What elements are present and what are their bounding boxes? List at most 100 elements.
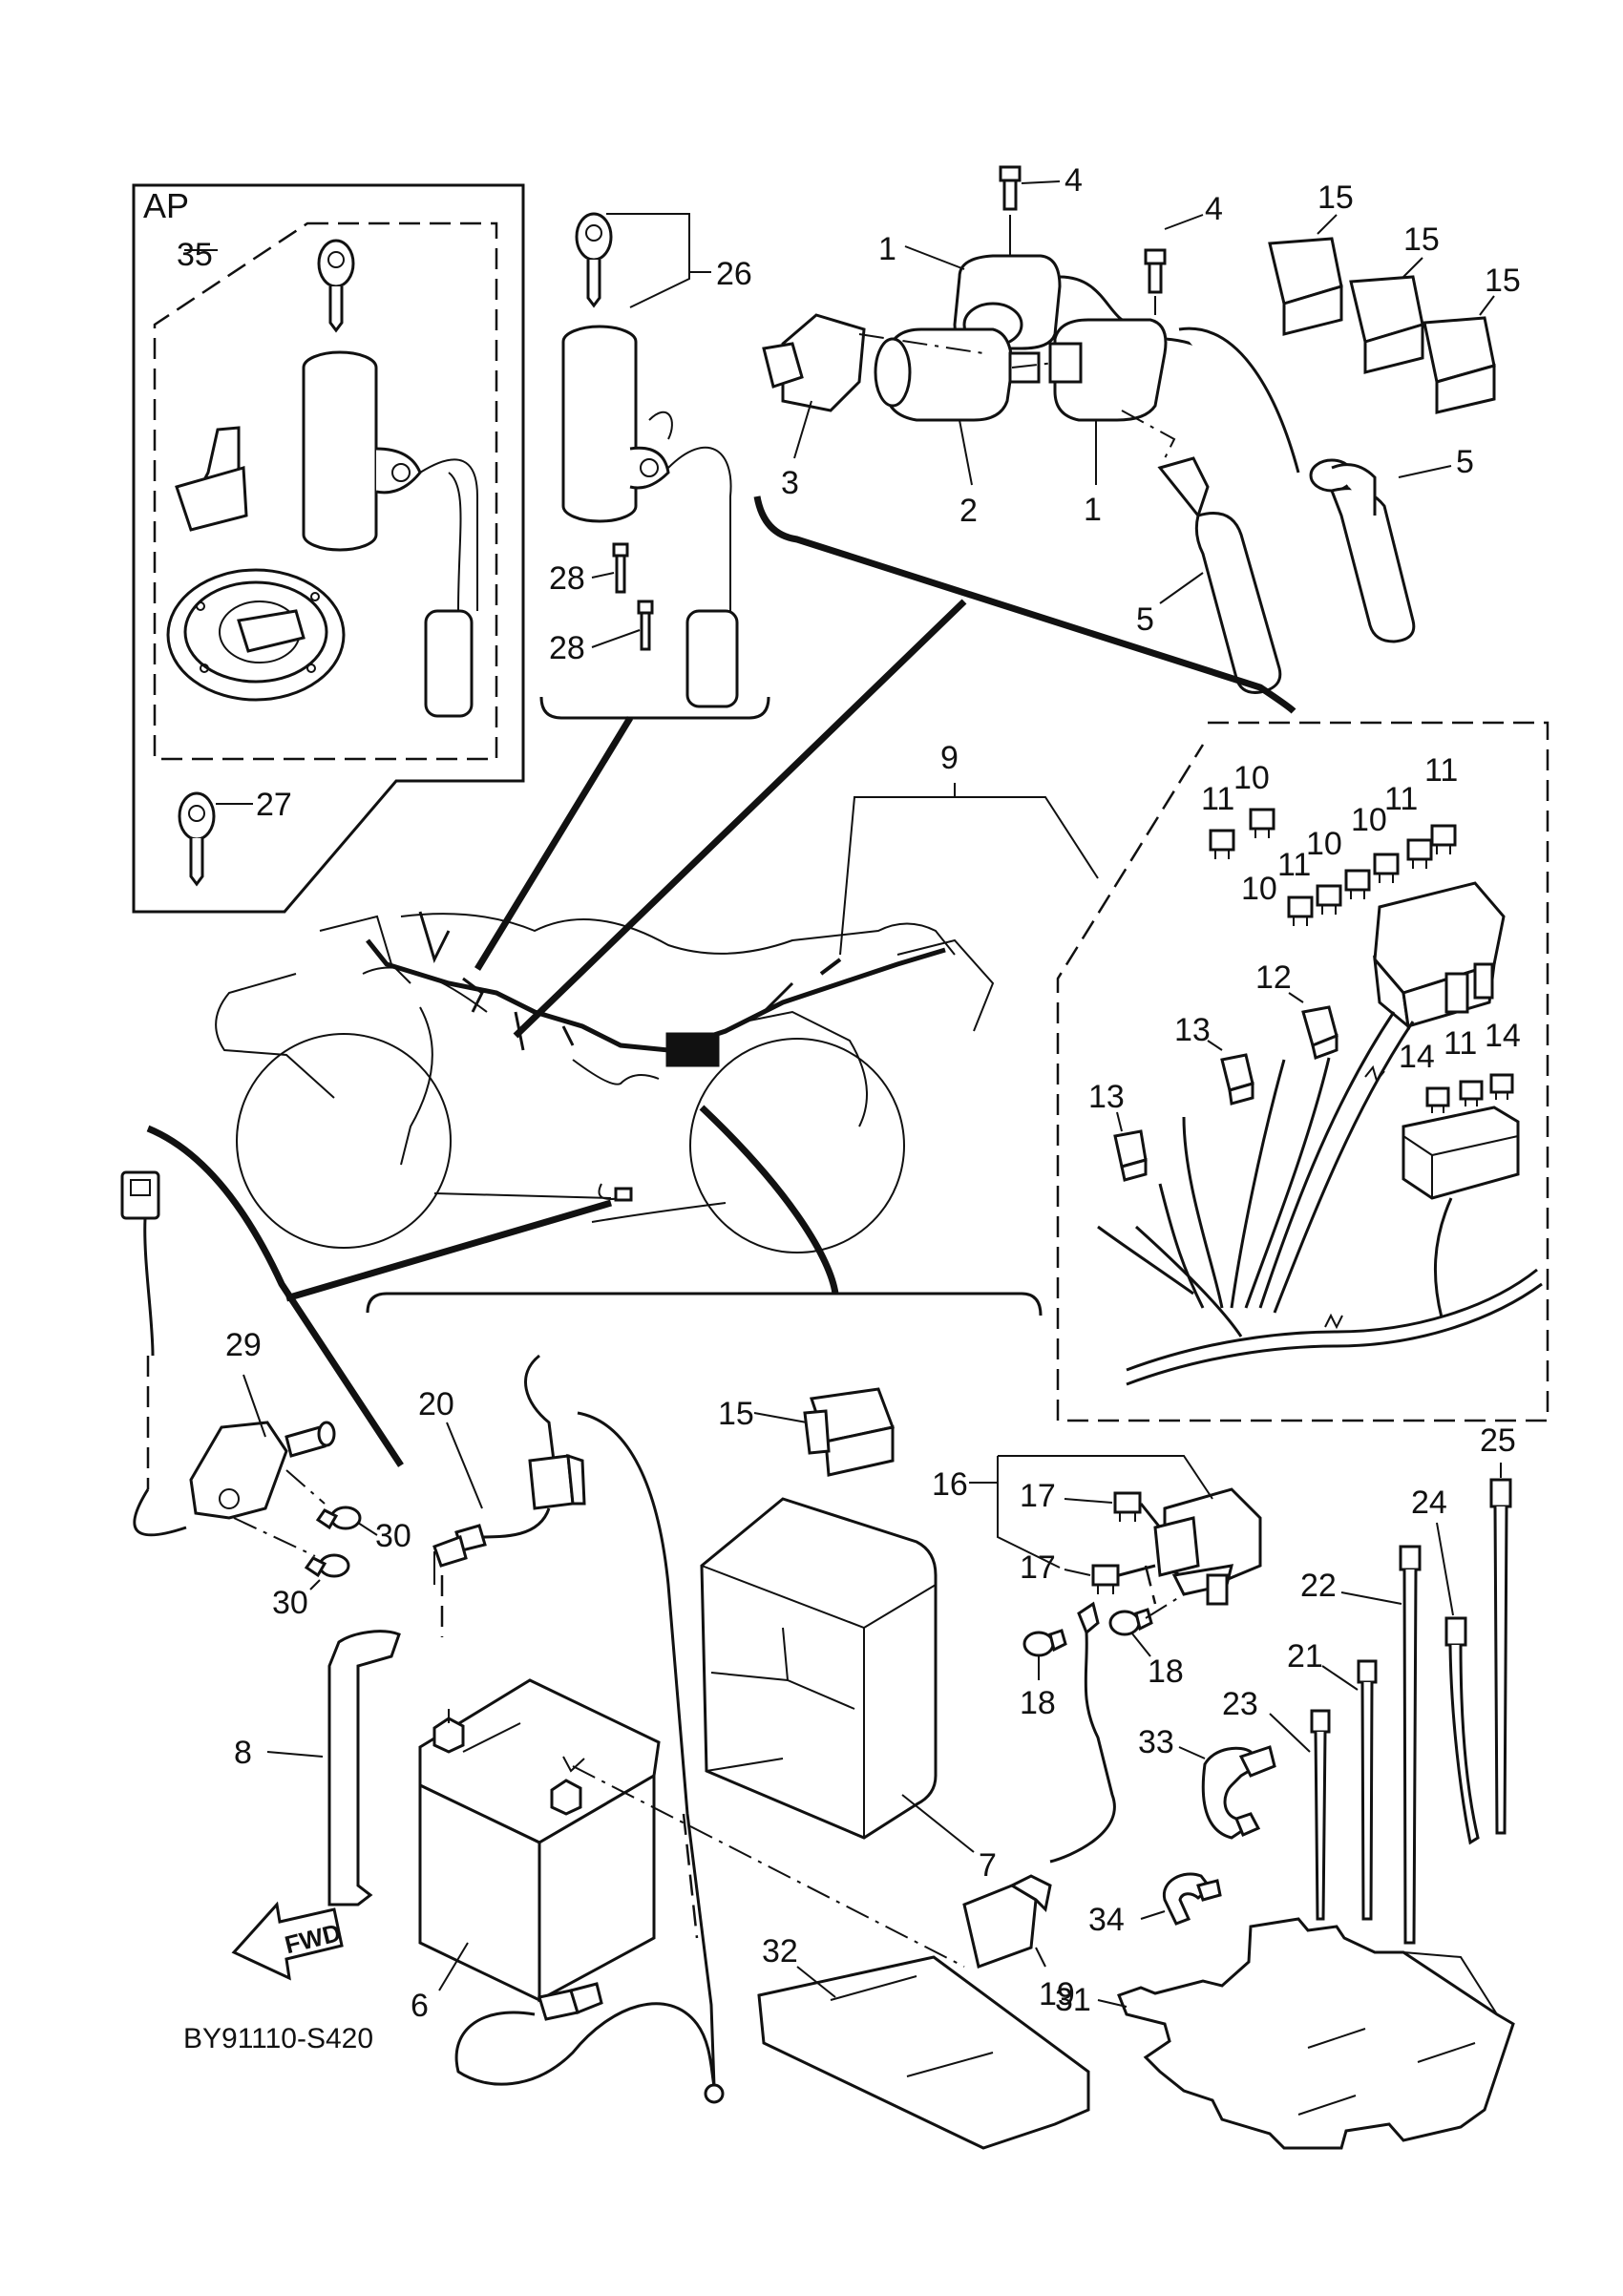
fuse-icon bbox=[1316, 884, 1342, 915]
seat-lock-icon bbox=[175, 426, 248, 532]
callout-29: 29 bbox=[225, 1327, 262, 1363]
callout-21: 21 bbox=[1287, 1638, 1323, 1675]
fuse-icon bbox=[1459, 1080, 1484, 1106]
callout-13-a: 13 bbox=[1174, 1012, 1211, 1048]
ap-group-label: AP bbox=[143, 186, 189, 225]
callout-10-a: 10 bbox=[1233, 760, 1270, 796]
battery-cover-icon bbox=[700, 1497, 938, 1840]
callout-28-b: 28 bbox=[549, 630, 585, 666]
fuse-icon bbox=[1425, 1086, 1450, 1113]
fuse-icon bbox=[1209, 829, 1235, 859]
callout-14-a: 14 bbox=[1399, 1039, 1435, 1075]
callout-12: 12 bbox=[1255, 959, 1292, 996]
cable-tie-icon bbox=[1357, 1659, 1378, 1921]
ignition-coil-icon bbox=[953, 254, 1137, 350]
starter-relay-icon bbox=[1153, 1487, 1262, 1606]
callout-11-e: 11 bbox=[1444, 1025, 1477, 1062]
relay-icon bbox=[1349, 275, 1424, 374]
cable-tie-icon bbox=[1310, 1709, 1331, 1921]
main-switch-group: 26 28 28 bbox=[539, 212, 770, 720]
callout-19: 19 bbox=[1039, 1976, 1075, 2012]
spark-plug-cap-icon bbox=[1157, 456, 1282, 694]
callout-33: 33 bbox=[1138, 1724, 1174, 1760]
ignition-coil-icon bbox=[1048, 318, 1300, 474]
coil-connector-icon bbox=[762, 313, 866, 412]
callout-leader-heavy bbox=[146, 1125, 404, 1467]
callout-18-b: 18 bbox=[1148, 1654, 1184, 1690]
callout-25: 25 bbox=[1480, 1422, 1516, 1459]
junction-box-icon bbox=[1402, 1106, 1520, 1200]
fuse-icon bbox=[1091, 1564, 1120, 1594]
callout-leader-heavy bbox=[699, 1105, 839, 1295]
callout-30-a: 30 bbox=[375, 1518, 411, 1554]
callout-22: 22 bbox=[1300, 1568, 1337, 1604]
callout-34: 34 bbox=[1088, 1902, 1125, 1938]
callout-11-d: 11 bbox=[1424, 752, 1458, 789]
motorcycle-outline bbox=[215, 913, 995, 1253]
relay-icon bbox=[1423, 316, 1496, 414]
callout-10-b: 10 bbox=[1241, 871, 1277, 907]
callout-16: 16 bbox=[932, 1466, 968, 1503]
fuse-icon bbox=[1406, 838, 1433, 869]
callout-13-b: 13 bbox=[1088, 1079, 1125, 1115]
callout-11-c: 11 bbox=[1384, 781, 1418, 817]
callout-11-b: 11 bbox=[1277, 847, 1311, 883]
lower-bracket bbox=[366, 1292, 1043, 1317]
callout-23: 23 bbox=[1222, 1686, 1258, 1722]
screw-icon bbox=[637, 600, 654, 651]
callout-27: 27 bbox=[256, 787, 292, 823]
spark-plug-cap-icon bbox=[1309, 458, 1416, 643]
bolt-icon bbox=[999, 165, 1022, 211]
ap-kit-box: AP bbox=[132, 183, 525, 914]
callout-20: 20 bbox=[418, 1386, 454, 1422]
ignition-coil-group: 4 4 1 1 2 bbox=[753, 162, 1521, 714]
battery-band-icon: 8 bbox=[234, 1630, 401, 1906]
callout-8: 8 bbox=[234, 1735, 252, 1771]
main-switch-icon bbox=[302, 350, 478, 718]
bolt-icon bbox=[1144, 248, 1167, 294]
fuse-icon bbox=[1373, 853, 1400, 883]
callout-24: 24 bbox=[1411, 1485, 1447, 1521]
callout-26: 26 bbox=[716, 256, 752, 292]
key-icon bbox=[317, 239, 355, 333]
callout-9: 9 bbox=[940, 740, 959, 776]
fuse-harness-region: 11 10 11 10 10 10 11 11 12 13 bbox=[1056, 721, 1549, 1422]
switch-icon bbox=[189, 1421, 336, 1520]
callout-1-a: 1 bbox=[878, 231, 896, 267]
callout-4-a: 4 bbox=[1064, 162, 1083, 199]
fuse-box-icon bbox=[1372, 881, 1506, 1030]
fuse-icon bbox=[1430, 824, 1457, 854]
callout-35: 35 bbox=[177, 237, 213, 273]
connector-icon bbox=[1301, 1005, 1338, 1060]
connector-icon bbox=[1220, 1053, 1254, 1106]
bolt-icon bbox=[315, 1506, 362, 1530]
cable-tie-icon bbox=[1444, 1616, 1480, 1845]
bolt-icon bbox=[1022, 1629, 1067, 1657]
relay-icon bbox=[803, 1387, 896, 1477]
callout-14-b: 14 bbox=[1485, 1018, 1521, 1054]
callout-2: 2 bbox=[959, 493, 978, 529]
callout-leader-heavy bbox=[285, 1199, 612, 1302]
battery-pad-icon bbox=[757, 1955, 1090, 2150]
forward-arrow-icon: FWD bbox=[231, 1901, 344, 1981]
callout-18-a: 18 bbox=[1020, 1685, 1056, 1721]
cable-tie-icon bbox=[1489, 1478, 1512, 1835]
callout-leader-heavy bbox=[513, 599, 967, 1039]
fuse-icon bbox=[1249, 808, 1275, 838]
callout-17-a: 17 bbox=[1020, 1478, 1056, 1514]
callout-1-b: 1 bbox=[1084, 492, 1102, 528]
battery-icon bbox=[418, 1678, 661, 2003]
callout-10-c: 10 bbox=[1306, 826, 1342, 862]
connector-icon bbox=[1113, 1129, 1148, 1182]
fuse-icon bbox=[1113, 1491, 1142, 1522]
callout-15-c: 15 bbox=[1485, 263, 1521, 299]
clip-icon bbox=[1162, 1872, 1222, 1926]
negative-lead-group: 20 bbox=[418, 1354, 725, 2104]
relay-icon bbox=[1268, 237, 1343, 336]
callout-32: 32 bbox=[762, 1933, 798, 1970]
fuse-icon bbox=[1287, 895, 1314, 926]
callout-7: 7 bbox=[979, 1847, 997, 1884]
lead-wire-icon bbox=[454, 1982, 716, 2087]
sidestand-switch-group: 29 30 30 bbox=[120, 1170, 411, 1621]
